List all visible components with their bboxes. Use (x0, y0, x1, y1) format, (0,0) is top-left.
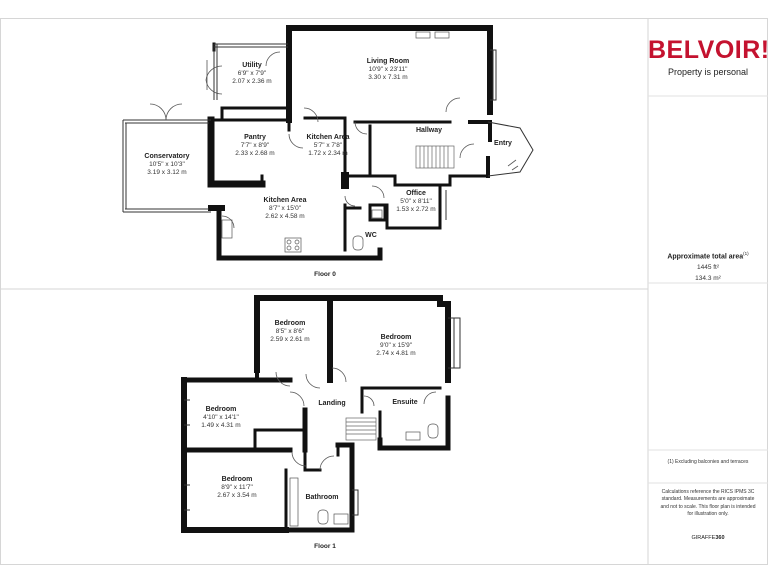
room-dims: 10'5" x 10'3" (149, 161, 185, 169)
room-metric: 2.07 x 2.36 m (232, 77, 272, 85)
room-entry: Entry (494, 140, 512, 148)
room-name: Bedroom (274, 320, 306, 327)
room-name: Bedroom (205, 406, 237, 413)
room-name: Ensuite (392, 399, 418, 406)
room-dims: 4'10" x 14'1" (203, 414, 239, 422)
room-metric: 1.49 x 4.31 m (201, 421, 241, 429)
room-dims: 8'9" x 11'7" (221, 484, 253, 492)
room-bedroom-small: Bedroom 8'5" x 8'6" 2.59 x 2.61 m (270, 320, 309, 343)
footnote-mark: (1) (743, 251, 749, 256)
floor-0-label: Floor 0 (314, 271, 336, 278)
bathroom-toilet (317, 509, 329, 525)
floor-0-doors (149, 51, 519, 229)
room-bedroom-narrow: Bedroom 4'10" x 14'1" 1.49 x 4.31 m (201, 406, 240, 429)
room-dims: 7'7" x 8'9" (240, 142, 270, 150)
credit-suffix: 360 (715, 535, 725, 541)
balcony-note: (1) Excluding balconies and terraces (667, 459, 749, 465)
room-name: Living Room (366, 58, 410, 65)
room-kitchen-area-small: Kitchen Area 5'7" x 7'8" 1.72 x 2.34 m (307, 134, 350, 157)
room-bedroom-lower: Bedroom 8'9" x 11'7" 2.67 x 3.54 m (217, 476, 256, 499)
sink (221, 219, 233, 239)
brand-logo: BELVOIR! (648, 36, 768, 64)
conservatory-glazing (122, 43, 534, 220)
room-name: Pantry (244, 134, 266, 141)
bathroom-basin (333, 513, 349, 525)
basin (371, 209, 383, 219)
room-name: Kitchen Area (263, 197, 307, 204)
room-dims: 6'9" x 7'9" (237, 70, 267, 78)
bath (289, 477, 299, 527)
room-wc: WC (365, 232, 377, 240)
room-name: WC (365, 232, 377, 239)
room-hallway: Hallway (416, 127, 442, 135)
room-landing: Landing (318, 400, 345, 408)
room-name: Utility (242, 62, 262, 69)
room-dims: 8'7" x 15'0" (268, 205, 302, 213)
toilet (352, 235, 364, 251)
room-metric: 1.53 x 2.72 m (396, 205, 436, 213)
ensuite-toilet (427, 423, 439, 439)
room-name: Landing (318, 400, 346, 407)
room-metric: 2.59 x 2.61 m (270, 335, 310, 343)
calculation-note: Calculations reference the RICS IPMS 3C … (660, 489, 756, 517)
total-area-sqm: 134.3 m² (695, 275, 721, 282)
room-metric: 3.19 x 3.12 m (147, 168, 187, 176)
room-dims: 8'5" x 8'6" (275, 328, 305, 336)
total-area-sqft: 1445 ft² (696, 264, 720, 271)
floor-0-fixtures (221, 31, 450, 253)
total-area-title: Approximate total area(1) (648, 251, 768, 260)
floor-1-walls (181, 295, 451, 533)
floor-0-stairs (415, 145, 455, 169)
room-name: Bathroom (305, 494, 339, 501)
room-metric: 1.72 x 2.34 m (308, 149, 348, 157)
credit-name: GIRAFFE (691, 535, 716, 541)
fireplace (415, 31, 431, 39)
room-name: Kitchen Area (306, 134, 350, 141)
floor-1-label: Floor 1 (314, 543, 336, 550)
room-bathroom: Bathroom (305, 494, 338, 502)
room-kitchen-area-main: Kitchen Area 8'7" x 15'0" 2.62 x 4.58 m (264, 197, 307, 220)
room-metric: 2.33 x 2.68 m (235, 149, 275, 157)
room-name: Hallway (415, 127, 443, 134)
room-utility: Utility 6'9" x 7'9" 2.07 x 2.36 m (232, 62, 271, 85)
room-dims: 5'0" x 8'11" (400, 198, 432, 206)
room-bedroom-large: Bedroom 9'0" x 15'9" 2.74 x 4.81 m (376, 334, 415, 357)
hob (284, 237, 302, 253)
info-sidebar: BELVOIR! Property is personal Approximat… (648, 18, 768, 564)
floor-1-windows (184, 317, 461, 516)
room-dims: 10'9" x 23'11" (368, 66, 408, 74)
total-area-title-text: Approximate total area (667, 253, 744, 261)
room-metric: 2.67 x 3.54 m (217, 491, 257, 499)
floor-1-fixtures (289, 423, 439, 527)
room-name: Bedroom (221, 476, 253, 483)
room-name: Bedroom (380, 334, 412, 341)
room-living-room: Living Room 10'9" x 23'11" 3.30 x 7.31 m (367, 58, 409, 81)
room-name: Conservatory (144, 153, 190, 160)
room-conservatory: Conservatory 10'5" x 10'3" 3.19 x 3.12 m (144, 153, 189, 176)
room-ensuite: Ensuite (392, 399, 417, 407)
room-office: Office 5'0" x 8'11" 1.53 x 2.72 m (396, 190, 435, 213)
room-metric: 3.30 x 7.31 m (368, 73, 408, 81)
room-pantry: Pantry 7'7" x 8'9" 2.33 x 2.68 m (235, 134, 274, 157)
room-name: Entry (494, 140, 512, 147)
floor-1-stairs (345, 417, 377, 441)
room-dims: 5'7" x 7'8" (313, 142, 343, 150)
room-dims: 9'0" x 15'9" (379, 342, 413, 350)
brand-tagline: Property is personal (667, 67, 749, 77)
room-metric: 2.62 x 4.58 m (265, 212, 305, 220)
giraffe-credit: GIRAFFE360 (648, 535, 768, 541)
floor-1-doors (275, 367, 437, 471)
ensuite-basin (405, 431, 421, 441)
room-metric: 2.74 x 4.81 m (376, 349, 416, 357)
room-name: Office (406, 190, 426, 197)
